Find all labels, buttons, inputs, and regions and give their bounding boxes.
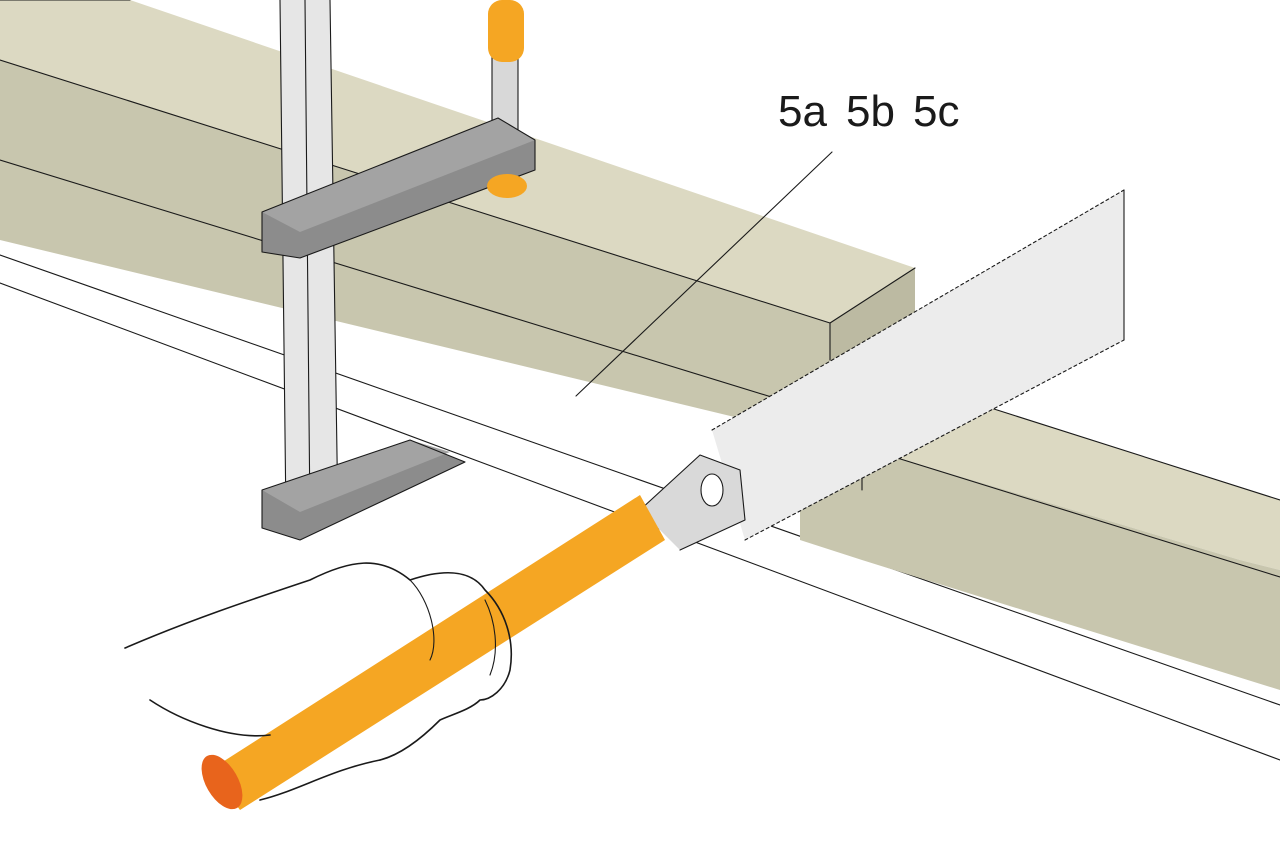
callout-label-5a: 5a [778, 87, 827, 136]
wood-board-left [0, 0, 916, 440]
hand [124, 562, 513, 801]
callout-label-5b: 5b [846, 87, 895, 136]
callout-label-5c: 5c [913, 87, 959, 136]
pull-saw [201, 189, 1125, 810]
wood-board-right [800, 394, 1280, 690]
callout-leader [575, 151, 833, 397]
bar-clamp [261, 0, 536, 541]
